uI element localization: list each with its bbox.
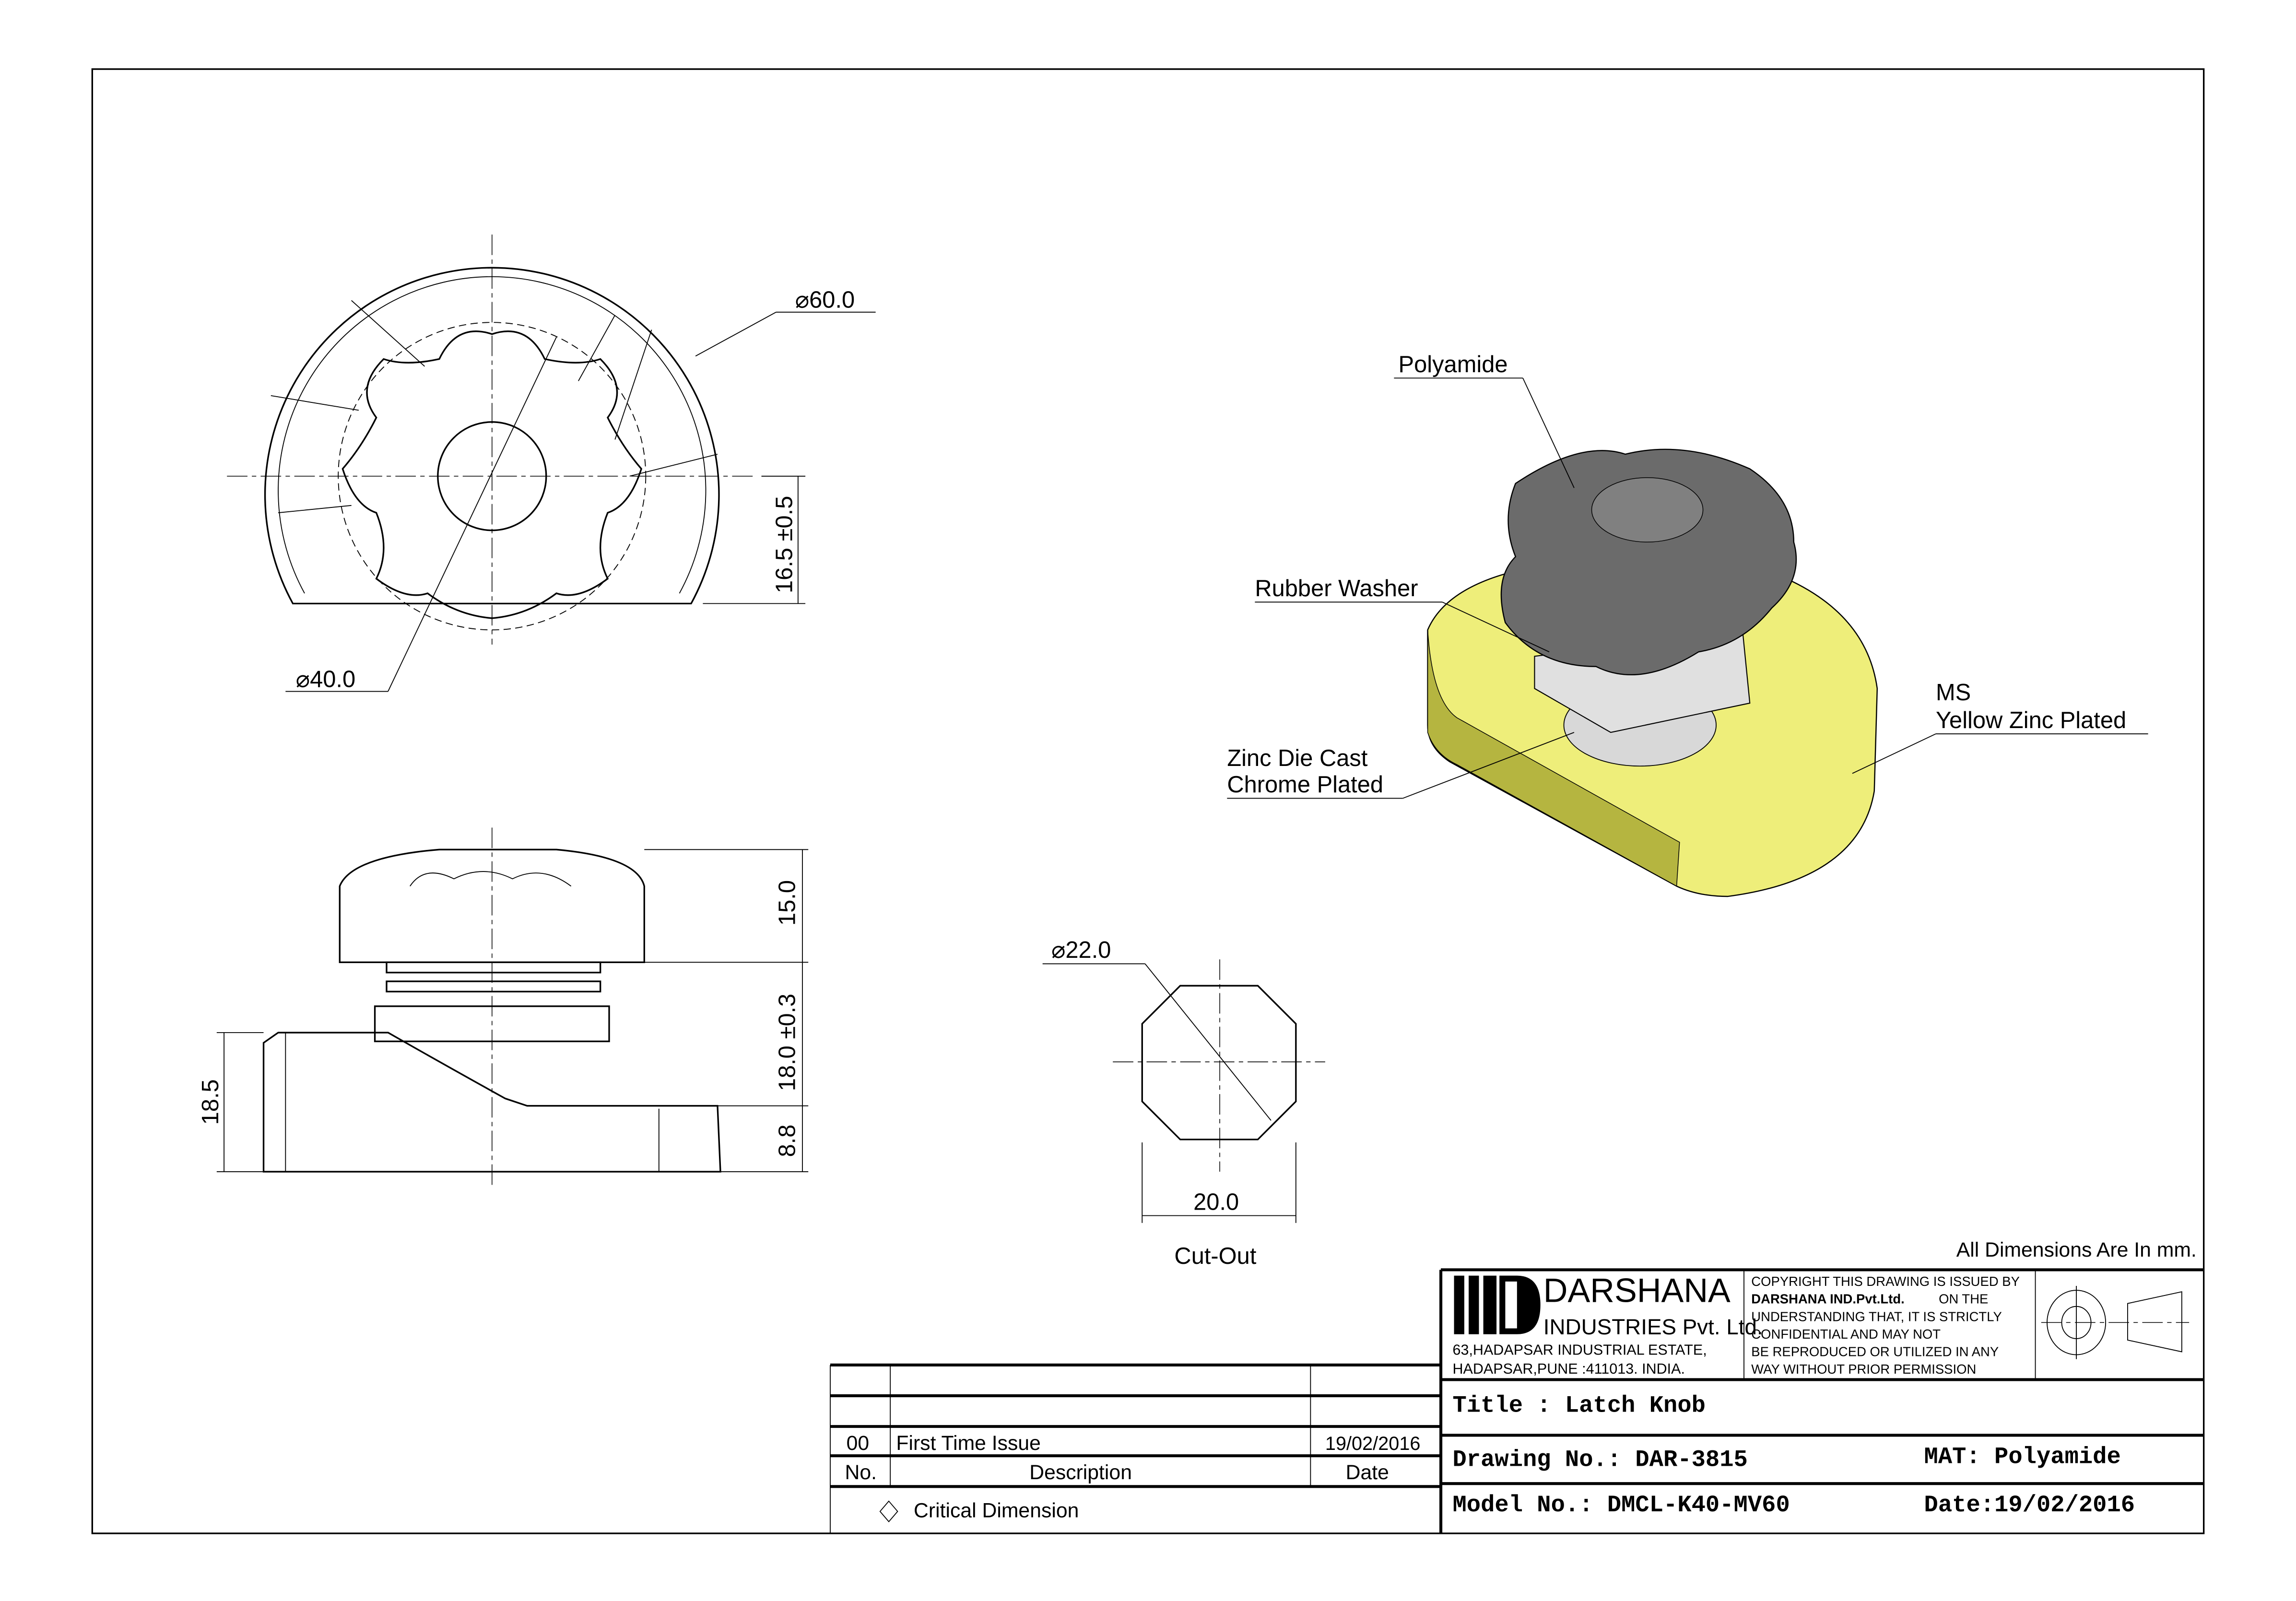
copyright-line: ON THE: [1939, 1292, 1988, 1307]
callout-zinc-line2: Chrome Plated: [1227, 772, 1383, 798]
header-description: Description: [1029, 1461, 1132, 1484]
header-date: Date: [1346, 1461, 1389, 1484]
company-sub: INDUSTRIES Pvt. Ltd.: [1543, 1315, 1763, 1339]
units-note: All Dimensions Are In mm.: [1956, 1238, 2197, 1261]
drawing-title: Title : Latch Knob: [1453, 1392, 1706, 1419]
copyright-line: UNDERSTANDING THAT, IT IS STRICTLY: [1751, 1309, 2002, 1324]
rev-no: 00: [847, 1432, 870, 1455]
dim-cutout-dia: ⌀22.0: [1051, 937, 1111, 963]
critical-dimension-label: Critical Dimension: [914, 1499, 1079, 1522]
callout-zinc-line1: Zinc Die Cast: [1227, 745, 1367, 771]
company-name: DARSHANA: [1543, 1271, 1731, 1309]
dim-base-height: 18.5: [198, 1079, 224, 1125]
side-view: 15.0 18.0 ±0.3 8.8 18.5: [198, 827, 809, 1187]
copyright-line: BE REPRODUCED OR UTILIZED IN ANY: [1751, 1344, 1999, 1359]
drawing-date: Date:19/02/2016: [1924, 1492, 2135, 1519]
dim-base: 8.8: [775, 1124, 801, 1157]
dim-dia-40: ⌀40.0: [296, 666, 355, 692]
material: MAT: Polyamide: [1924, 1443, 2121, 1470]
dim-height-16-5: 16.5 ±0.5: [772, 496, 798, 593]
copyright-line: DARSHANA IND.Pvt.Ltd.: [1751, 1292, 1904, 1307]
isometric-view: Polyamide Rubber Washer Zinc Die Cast Ch…: [1227, 352, 2148, 897]
dim-knob-height: 15.0: [775, 880, 801, 926]
cutout-label: Cut-Out: [1174, 1243, 1256, 1269]
callout-rubber-washer: Rubber Washer: [1255, 576, 1418, 601]
projection-symbol-icon: [2041, 1286, 2190, 1359]
dim-total: 18.0 ±0.3: [775, 994, 801, 1091]
rev-date: 19/02/2016: [1325, 1433, 1421, 1454]
critical-dimension-diamond-icon: [879, 1500, 898, 1522]
cutout-view: ⌀22.0 20.0 Cut-Out: [1042, 937, 1325, 1269]
front-view: ⌀60.0 ⌀ ⌀40.0 16.5 ±0.5: [227, 235, 876, 692]
header-no: No.: [845, 1461, 877, 1484]
sheet-border: [91, 68, 2205, 1534]
callout-ms: MS: [1936, 680, 1971, 706]
address-line2: HADAPSAR,PUNE :411013. INDIA.: [1453, 1361, 1685, 1377]
copyright-line: WAY WITHOUT PRIOR PERMISSION: [1751, 1362, 1976, 1377]
title-block: DARSHANA INDUSTRIES Pvt. Ltd. 63,HADAPSA…: [1439, 1268, 2204, 1533]
revision-table: 00 First Time Issue 19/02/2016 No. Descr…: [830, 1363, 1441, 1533]
model-number: Model No.: DMCL-K40-MV60: [1453, 1492, 1790, 1519]
drawing-number: Drawing No.: DAR-3815: [1453, 1447, 1748, 1473]
rev-desc: First Time Issue: [896, 1432, 1041, 1455]
dim-cutout-width: 20.0: [1193, 1189, 1239, 1215]
copyright-line: CONFIDENTIAL AND MAY NOT: [1751, 1327, 1941, 1342]
callout-yellow-zinc: Yellow Zinc Plated: [1936, 707, 2126, 733]
company-logo: [1454, 1275, 1541, 1334]
dim-dia-60: ⌀60.0: [795, 287, 855, 313]
copyright-line: COPYRIGHT THIS DRAWING IS ISSUED BY: [1751, 1274, 2020, 1289]
callout-polyamide: Polyamide: [1399, 352, 1508, 377]
address-line1: 63,HADAPSAR INDUSTRIAL ESTATE,: [1453, 1342, 1707, 1358]
